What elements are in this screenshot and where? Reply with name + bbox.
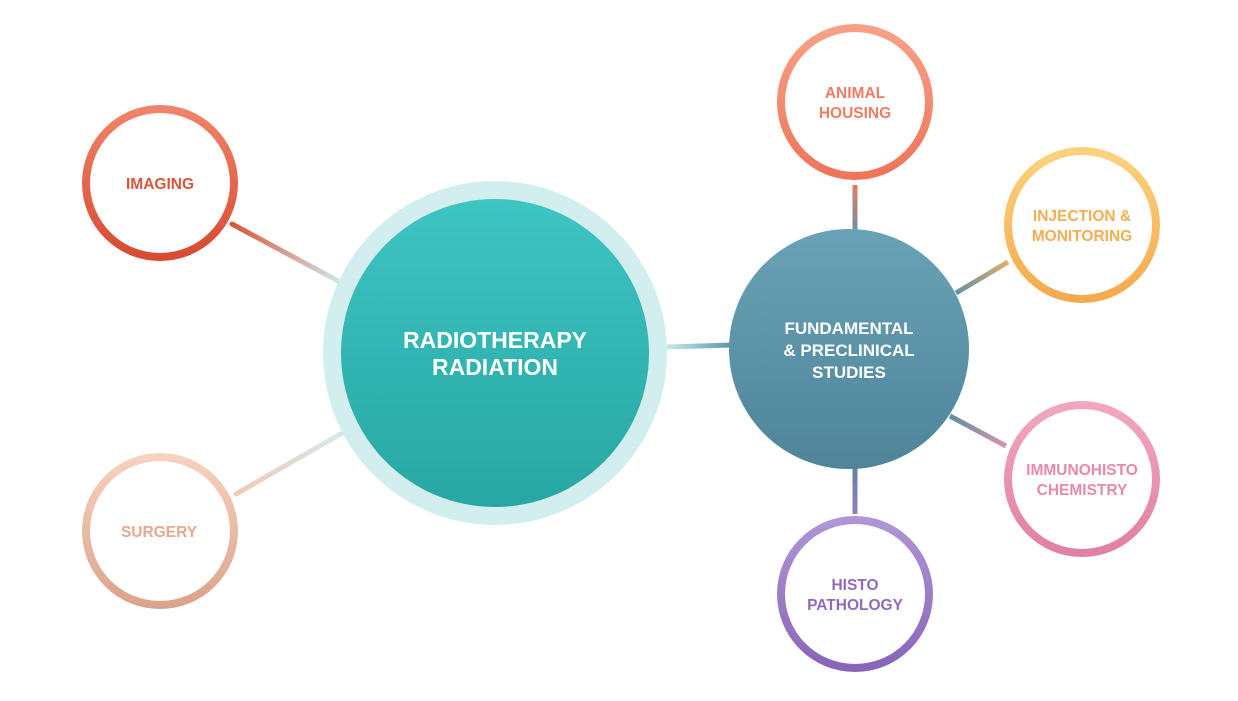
connector-imaging xyxy=(229,221,343,285)
connector-surgery xyxy=(233,429,347,497)
imaging-label: IMAGING xyxy=(126,176,194,193)
connector-immunohistochemistry xyxy=(948,413,1008,449)
animal-housing-label-line2: HOUSING xyxy=(819,105,891,122)
surgery-label: SURGERY xyxy=(121,524,198,541)
node-animal-housing: ANIMAL HOUSING xyxy=(777,24,933,180)
hub-label-line3: STUDIES xyxy=(812,363,886,382)
node-injection-monitoring: INJECTION & MONITORING xyxy=(1004,147,1160,303)
hub-label-line2: & PRECLINICAL xyxy=(783,341,914,360)
node-imaging: IMAGING xyxy=(82,105,238,261)
injection-monitoring-label-line2: MONITORING xyxy=(1032,228,1132,245)
node-histopathology: HISTO PATHOLOGY xyxy=(777,516,933,672)
center-node: RADIOTHERAPY RADIATION xyxy=(323,181,667,525)
immunohistochemistry-label-line2: CHEMISTRY xyxy=(1037,482,1128,499)
animal-housing-label-line1: ANIMAL xyxy=(825,85,885,102)
histopathology-label-line1: HISTO xyxy=(831,577,878,594)
connector-hub xyxy=(666,342,734,350)
node-immunohistochemistry: IMMUNOHISTO CHEMISTRY xyxy=(1004,401,1160,557)
center-label-line1: RADIOTHERAPY xyxy=(403,327,587,353)
connector-injection-monitoring xyxy=(954,259,1010,296)
node-surgery: SURGERY xyxy=(82,453,238,609)
injection-monitoring-label-line1: INJECTION & xyxy=(1033,208,1131,225)
center-label-line2: RADIATION xyxy=(432,354,558,380)
hub-node: FUNDAMENTAL & PRECLINICAL STUDIES xyxy=(729,229,969,469)
hub-label-line1: FUNDAMENTAL xyxy=(784,319,913,338)
histopathology-label-line2: PATHOLOGY xyxy=(807,597,904,614)
immunohistochemistry-label-line1: IMMUNOHISTO xyxy=(1026,462,1138,479)
